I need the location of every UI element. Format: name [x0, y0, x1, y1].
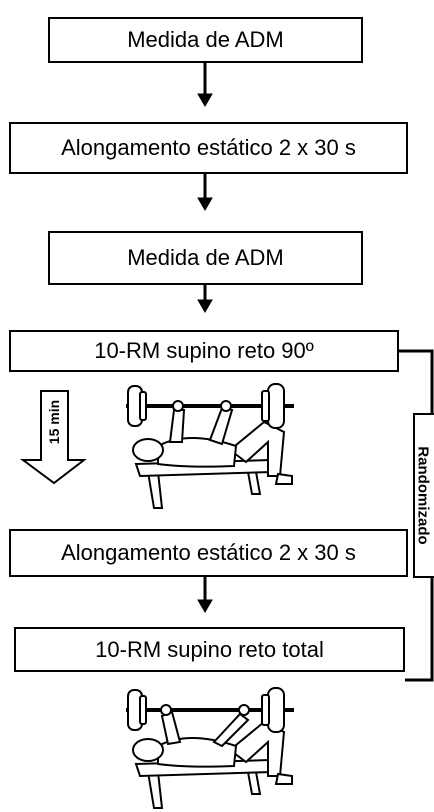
step-3-box: Medida de ADM	[48, 231, 363, 285]
step-4-label: 10-RM supino reto 90º	[94, 338, 314, 363]
randomization-label: Randomizado	[414, 446, 432, 545]
step-2-label: Alongamento estático 2 x 30 s	[61, 135, 356, 160]
step-3-label: Medida de ADM	[127, 245, 284, 270]
step-5-box: Alongamento estático 2 x 30 s	[9, 529, 408, 577]
rest-arrow-icon	[19, 390, 87, 485]
step-6-label: 10-RM supino reto total	[95, 636, 324, 662]
step-5-label: Alongamento estático 2 x 30 s	[61, 540, 356, 565]
step-1-label: Medida de ADM	[127, 27, 284, 52]
step-4-box: 10-RM supino reto 90º	[9, 330, 399, 372]
randomization-label-box	[413, 413, 434, 578]
bench-press-90-illustration	[126, 383, 294, 509]
bench-press-total-illustration	[126, 687, 294, 809]
step-1-box: Medida de ADM	[48, 17, 363, 63]
step-6-box: 10-RM supino reto total	[14, 627, 405, 672]
rest-label: 15 min	[46, 399, 62, 445]
step-2-box: Alongamento estático 2 x 30 s	[9, 122, 408, 174]
